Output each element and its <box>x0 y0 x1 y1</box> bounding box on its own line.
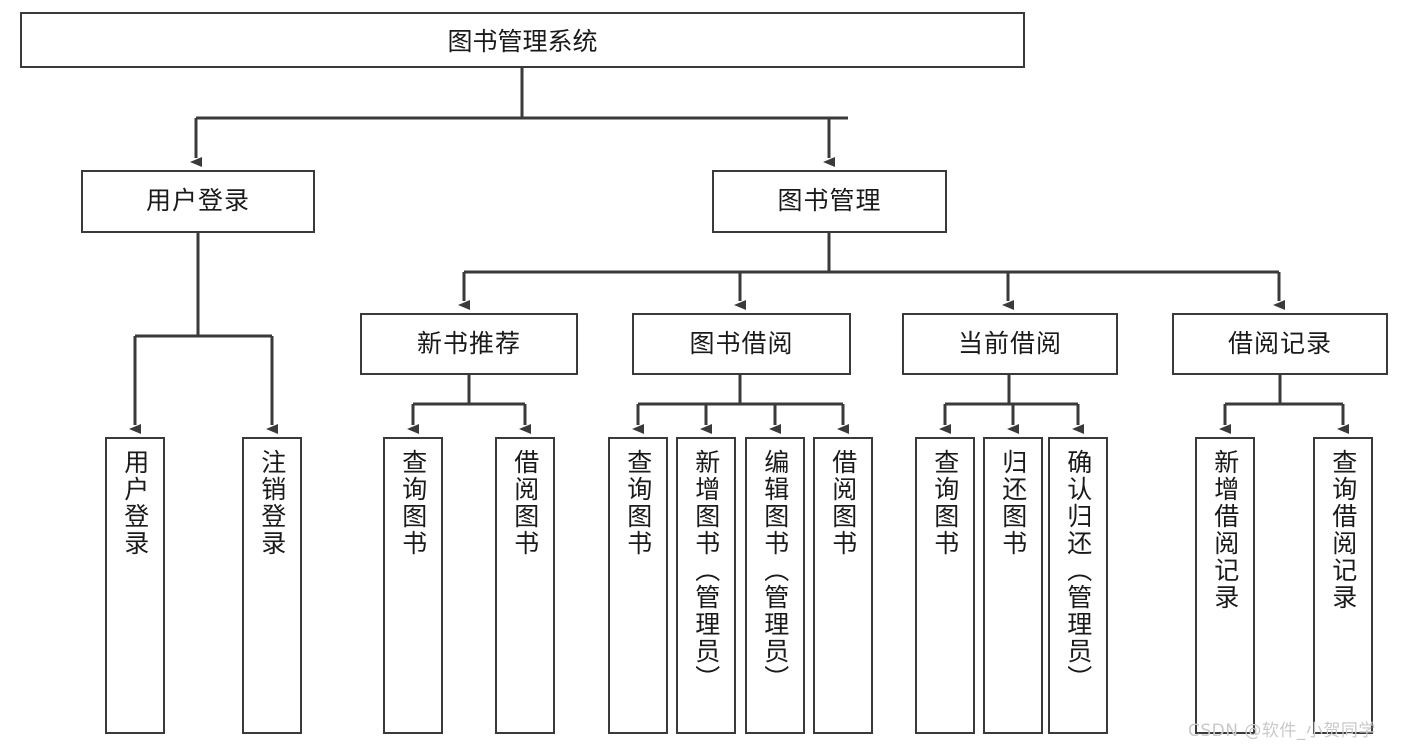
leaf-user-login[interactable]: 用户登录 <box>105 437 165 734</box>
leaf-query-book-1[interactable]: 查询图书 <box>383 437 443 734</box>
csdn-watermark: CSDN @软件_小贺同学 <box>1188 721 1376 741</box>
leaf-query-book-1-label: 查询图书 <box>398 449 428 557</box>
leaf-user-logout[interactable]: 注销登录 <box>242 437 302 734</box>
node-root-label: 图书管理系统 <box>447 27 598 56</box>
leaf-query-record[interactable]: 查询借阅记录 <box>1313 437 1373 734</box>
leaf-query-book-3[interactable]: 查询图书 <box>915 437 975 734</box>
leaf-add-book[interactable]: 新增图书（管理员） <box>676 437 736 734</box>
leaf-return-book[interactable]: 归还图书 <box>983 437 1043 734</box>
leaf-confirm-return[interactable]: 确认归还（管理员） <box>1048 437 1108 734</box>
node-current-borrow-label: 当前借阅 <box>957 328 1062 358</box>
leaf-borrow-book-1-label: 借阅图书 <box>510 449 540 557</box>
node-book-manage-label: 图书管理 <box>777 186 882 216</box>
node-current-borrow[interactable]: 当前借阅 <box>902 313 1118 375</box>
leaf-edit-book[interactable]: 编辑图书（管理员） <box>745 437 805 734</box>
node-borrow-record-label: 借阅记录 <box>1227 328 1332 358</box>
leaf-add-record[interactable]: 新增借阅记录 <box>1195 437 1255 734</box>
leaf-user-logout-label: 注销登录 <box>257 449 287 557</box>
node-new-book-rec[interactable]: 新书推荐 <box>360 313 578 375</box>
node-user-login[interactable]: 用户登录 <box>81 170 315 233</box>
leaf-user-login-label: 用户登录 <box>120 449 150 557</box>
leaf-query-book-3-label: 查询图书 <box>930 449 960 557</box>
node-new-book-rec-label: 新书推荐 <box>416 328 521 358</box>
node-book-borrow-label: 图书借阅 <box>689 328 794 358</box>
node-root[interactable]: 图书管理系统 <box>20 12 1025 68</box>
node-book-manage[interactable]: 图书管理 <box>712 170 947 233</box>
leaf-borrow-book-2[interactable]: 借阅图书 <box>813 437 873 734</box>
leaf-query-book-2[interactable]: 查询图书 <box>608 437 668 734</box>
leaf-query-record-label: 查询借阅记录 <box>1328 449 1358 611</box>
leaf-return-book-label: 归还图书 <box>998 449 1028 557</box>
leaf-add-record-label: 新增借阅记录 <box>1210 449 1240 611</box>
node-user-login-label: 用户登录 <box>145 186 250 216</box>
node-borrow-record[interactable]: 借阅记录 <box>1172 313 1388 375</box>
leaf-edit-book-label: 编辑图书（管理员） <box>760 449 790 692</box>
leaf-borrow-book-1[interactable]: 借阅图书 <box>495 437 555 734</box>
leaf-confirm-return-label: 确认归还（管理员） <box>1063 449 1093 692</box>
node-book-borrow[interactable]: 图书借阅 <box>632 313 851 375</box>
leaf-query-book-2-label: 查询图书 <box>623 449 653 557</box>
leaf-add-book-label: 新增图书（管理员） <box>691 449 721 692</box>
leaf-borrow-book-2-label: 借阅图书 <box>828 449 858 557</box>
